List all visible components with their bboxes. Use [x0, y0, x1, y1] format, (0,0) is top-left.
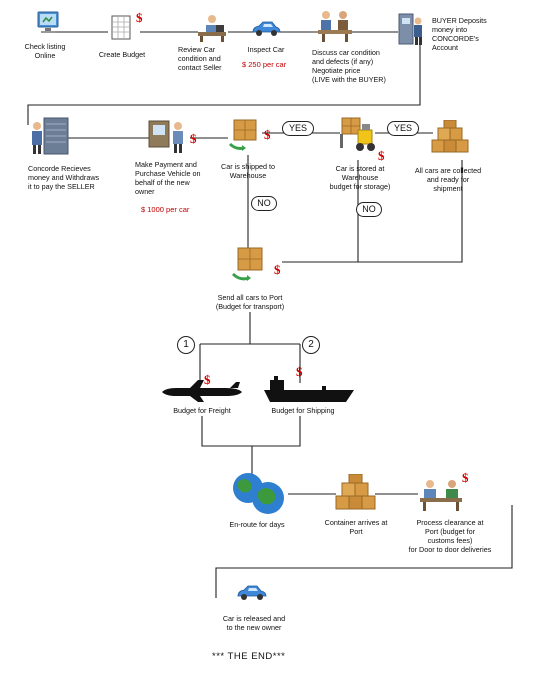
send-to-port-label: Send all cars to Port (Budget for transp… [215, 293, 285, 311]
shipping-dollar-icon: $ [296, 364, 303, 379]
shipped-warehouse-label: Car is shipped to Warehouse [221, 162, 275, 180]
forklift-icon [340, 117, 375, 151]
review-car-label: Review Car condition and contact Seller [178, 45, 222, 72]
storage-dollar-icon: $ [378, 148, 385, 163]
payment-price: $ 1000 per car [141, 205, 190, 214]
inspect-price: $ 250 per car [242, 60, 287, 69]
budget-freight-label: Budget for Freight [173, 406, 231, 415]
decision-no-2: NO [356, 202, 382, 217]
option-one-marker: 1 [177, 336, 195, 354]
shipped-dollar-icon: $ [264, 127, 271, 142]
discuss-label: Discuss car condition and defects (if an… [312, 48, 386, 84]
inspect-car-label: Inspect Car [247, 45, 285, 54]
create-budget-label: Create Budget [98, 50, 146, 59]
meeting-icon [318, 11, 352, 42]
process-clearance-label: Process clearance at Port (budget for cu… [408, 518, 492, 554]
check-listing-label: Check listing Online [24, 42, 66, 60]
spreadsheet-icon [111, 15, 131, 40]
decision-no-1: NO [251, 196, 277, 211]
crate-arrow-icon [231, 247, 263, 281]
transport-dollar-icon: $ [274, 262, 281, 277]
option-two-marker: 2 [302, 336, 320, 354]
decision-yes-1: YES [282, 121, 314, 136]
decision-yes-2: YES [387, 121, 419, 136]
boxes-stack-icon [335, 474, 376, 510]
atm-person-icon [398, 13, 422, 45]
stored-warehouse-label: Car is stored at Warehouse budget for st… [329, 164, 391, 191]
person-at-desk-icon [420, 480, 462, 511]
car-icon [237, 585, 267, 600]
crate-arrow-icon [228, 119, 257, 151]
payment-terminal-icon [148, 120, 183, 153]
computer-icon [37, 11, 59, 33]
car-icon [252, 21, 281, 36]
payment-dollar-icon: $ [190, 131, 197, 146]
person-at-desk-icon [198, 15, 226, 42]
ship-icon [264, 376, 354, 402]
en-route-label: En-route for days [229, 520, 285, 529]
buyer-deposits-label: BUYER Deposits money into CONCORDE's Acc… [432, 16, 487, 52]
the-end-footer: *** THE END*** [212, 651, 286, 662]
all-collected-label: All cars are collected and ready for shi… [414, 166, 482, 193]
freight-dollar-icon: $ [204, 372, 211, 387]
airplane-icon [162, 380, 242, 402]
customs-dollar-icon: $ [462, 470, 469, 485]
boxes-stack-icon [431, 120, 469, 153]
server-person-icon [32, 117, 69, 155]
container-arrives-label: Container arrives at Port [324, 518, 388, 536]
globe-icon [233, 473, 284, 514]
budget-shipping-label: Budget for Shipping [271, 406, 335, 415]
dollar-icon: $ [136, 10, 143, 25]
car-released-label: Car is released and to the new owner [222, 614, 286, 632]
concorde-receives-label: Concorde Recieves money and Withdraws it… [28, 164, 100, 191]
make-payment-label: Make Payment and Purchase Vehicle on beh… [135, 160, 201, 196]
